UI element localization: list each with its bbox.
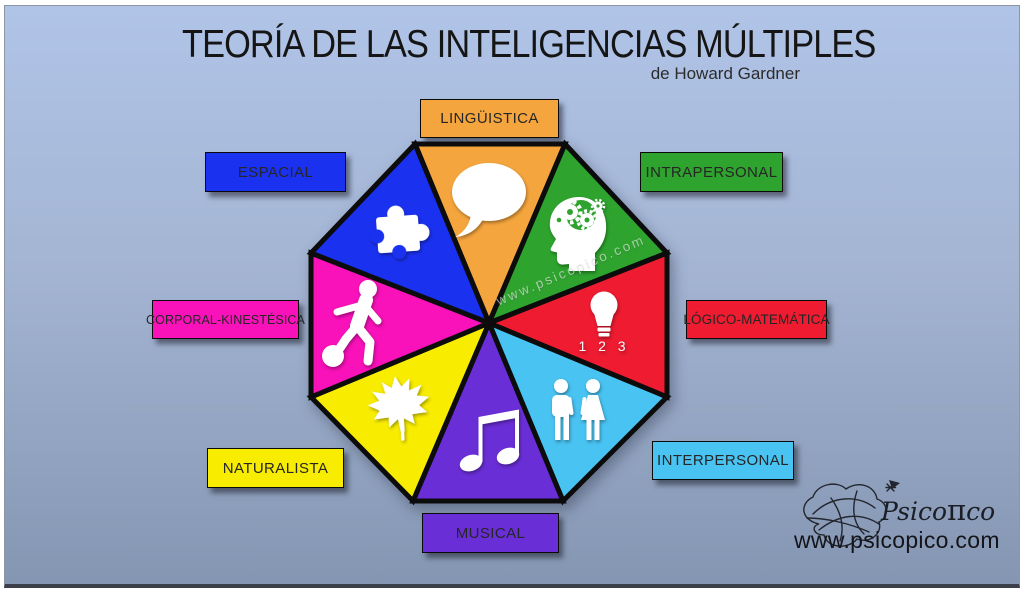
lightbulb-icon: 1 2 3 (578, 291, 629, 354)
puzzle-piece-icon (370, 205, 430, 259)
label-text: MUSICAL (455, 524, 526, 542)
page-title: TEORÍA DE LAS INTELIGENCIAS MÚLTIPLES (182, 23, 876, 66)
label-interpersonal: INTERPERSONAL (652, 441, 794, 480)
label-text: LÓGICO-MATEMÁTICA (683, 312, 830, 327)
label-text: INTRAPERSONAL (645, 163, 778, 181)
label-naturalista: NATURALISTA (207, 448, 344, 488)
label-corporal-kinestesica: CORPORAL-KINESTÉSICA (146, 300, 305, 339)
music-note-icon (459, 409, 520, 472)
gear-small (590, 198, 606, 214)
octagon-diagram: 1 2 3 (306, 139, 672, 506)
speech-bubble-icon (452, 163, 526, 237)
maple-leaf-icon (367, 376, 430, 441)
man-woman-icon (552, 379, 605, 440)
label-text: CORPORAL-KINESTÉSICA (146, 312, 305, 327)
gear-medium (576, 209, 598, 231)
label-espacial: ESPACIAL (205, 152, 346, 192)
label-musical: MUSICAL (422, 513, 559, 553)
brain-scribble-logo-icon (803, 480, 900, 547)
brand-pi-symbol: π (947, 493, 967, 527)
soccer-player-icon (322, 280, 382, 367)
label-text: LINGÜISTICA (440, 110, 539, 127)
label-logico-matematica: LÓGICO-MATEMÁTICA (683, 300, 830, 339)
poster-canvas: TEORÍA DE LAS INTELIGENCIAS MÚLTIPLES de… (4, 5, 1020, 588)
label-text: INTERPERSONAL (657, 452, 789, 469)
brand-pre: Psico (881, 497, 948, 526)
label-text: NATURALISTA (222, 459, 329, 477)
head-gears-icon (549, 197, 607, 271)
subtitle-author: de Howard Gardner (650, 64, 800, 83)
label-intrapersonal: INTRAPERSONAL (640, 152, 783, 192)
brand-logo-text: Psicoπco (881, 493, 995, 527)
label-linguistica: LINGÜISTICA (420, 99, 559, 138)
label-text: ESPACIAL (237, 163, 314, 181)
website-url: www.psicopico.com (794, 527, 1000, 553)
lightbulb-numbers: 1 2 3 (578, 338, 629, 354)
brand-post: co (966, 497, 996, 526)
